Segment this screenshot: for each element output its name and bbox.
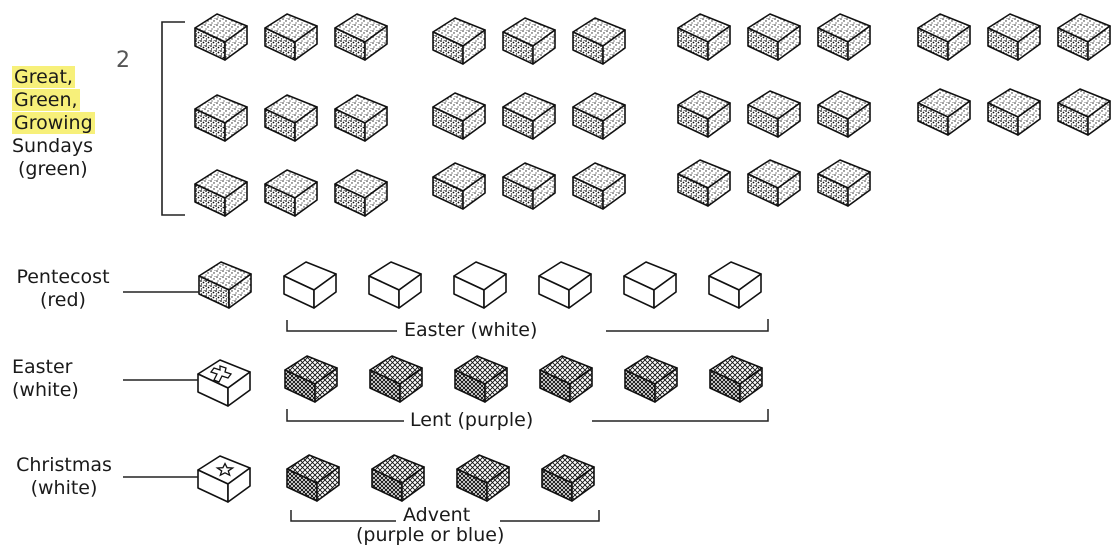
green-sunday-block [747,13,801,61]
advent-block [541,454,595,502]
easter-line-1: Easter [12,356,73,378]
green-sunday-block [334,169,388,217]
green-sunday-block [194,13,248,61]
easter-line-2: (white) [12,379,79,401]
green-sunday-block [572,17,626,65]
green-sunday-block [1057,88,1111,136]
lent-block [539,355,593,403]
green-label-line-4: Sundays [12,135,93,157]
christmas-block [197,455,251,503]
lent-span-bracket [286,409,769,422]
advent-span-bracket [290,510,600,522]
green-sunday-block [572,92,626,140]
easter-span-bracket [286,319,769,332]
christmas-line-2: (white) [30,477,98,499]
easter-label: Easter (white) [12,356,79,402]
green-sunday-block [572,162,626,210]
pentecost-block [198,261,252,309]
green-sunday-block [987,88,1041,136]
pentecost-line-2: (red) [40,289,86,311]
green-sunday-block [987,13,1041,61]
green-season-label: Great, Green, Growing Sundays (green) [12,66,95,181]
green-sunday-block [432,17,486,65]
advent-block [286,454,340,502]
green-label-line-5: (green) [18,158,88,180]
green-sunday-block [917,88,971,136]
easter-season-block [623,261,677,309]
margin-note: 2 [116,48,130,73]
easter-season-block [538,261,592,309]
green-sunday-block [334,13,388,61]
green-sunday-block [194,94,248,142]
advent-span-label: Advent [403,504,471,526]
advent-block [371,454,425,502]
green-sunday-block [747,90,801,138]
green-sunday-block [502,92,556,140]
green-sunday-block [264,13,318,61]
green-sunday-block [917,13,971,61]
green-sunday-block [502,17,556,65]
advent-span-sublabel: (purple or blue) [356,524,505,546]
green-sunday-block [432,92,486,140]
star-icon [215,462,235,477]
easter-season-block [453,261,507,309]
lent-block [709,355,763,403]
pentecost-label: Pentecost (red) [4,266,122,312]
green-sunday-block [817,159,871,207]
advent-block [456,454,510,502]
green-sunday-block [432,162,486,210]
green-sunday-block [817,90,871,138]
green-sunday-block [194,169,248,217]
green-sunday-block [677,90,731,138]
pentecost-line-1: Pentecost [16,266,110,288]
green-label-line-3: Growing [12,112,95,134]
green-sunday-block [1057,13,1111,61]
easter-span-label: Easter (white) [404,319,538,341]
green-season-bracket [161,21,185,216]
easter-day-block [197,359,251,407]
green-label-line-1: Great, [12,66,75,88]
christmas-line-1: Christmas [16,454,112,476]
easter-season-block [368,261,422,309]
lent-block [624,355,678,403]
lent-span-label: Lent (purple) [410,409,534,431]
christmas-label: Christmas (white) [2,454,126,500]
green-sunday-block [747,159,801,207]
green-sunday-block [677,159,731,207]
lent-block [454,355,508,403]
green-sunday-block [264,169,318,217]
easter-season-block [283,261,337,309]
green-sunday-block [334,94,388,142]
lent-block [284,355,338,403]
green-sunday-block [264,94,318,142]
green-label-line-2: Green, [12,89,80,111]
green-sunday-block [677,13,731,61]
easter-season-block [708,261,762,309]
lent-block [369,355,423,403]
cross-icon [209,365,233,383]
green-sunday-block [502,162,556,210]
green-sunday-block [817,13,871,61]
